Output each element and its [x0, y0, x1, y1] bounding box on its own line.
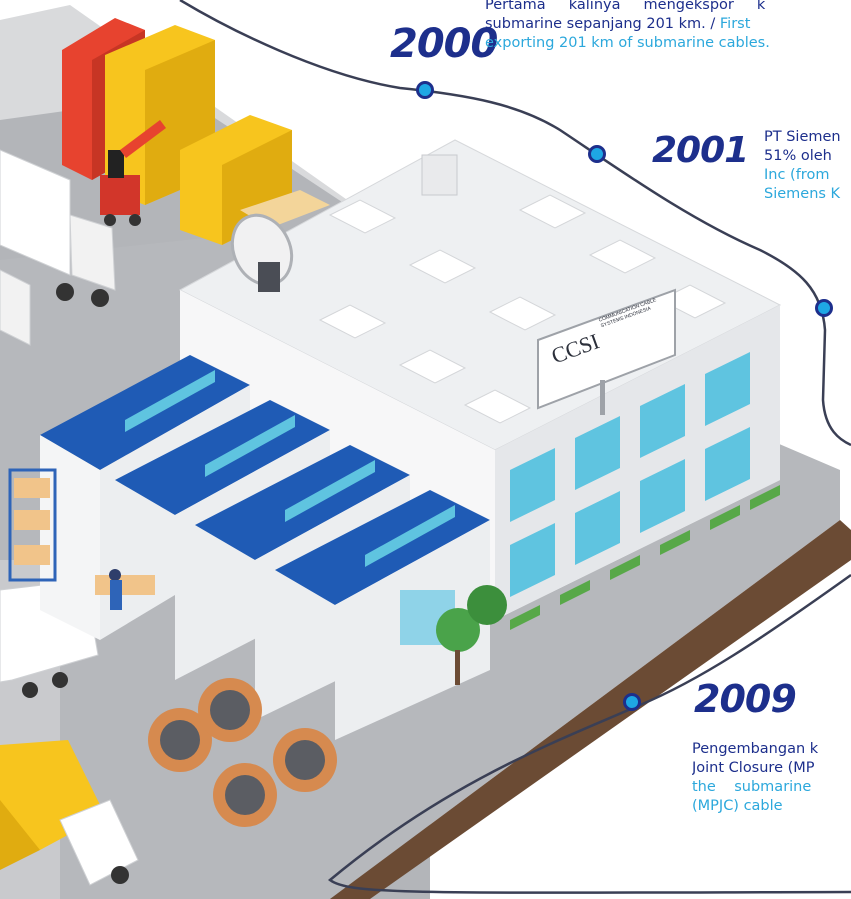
milestone-2001-text: PT Siemen 51% oleh Inc (from Siemens K	[764, 128, 851, 204]
year-2009: 2009	[694, 677, 797, 721]
milestone-2001-line3: Inc (from	[764, 167, 830, 183]
milestone-2001-line2: 51% oleh	[764, 148, 832, 164]
containers	[62, 18, 330, 245]
milestone-2009-line3: the submarine	[692, 779, 812, 795]
cable-drums	[148, 678, 337, 827]
greenery	[436, 485, 780, 685]
timeline-dot-2000	[416, 81, 434, 99]
milestone-2000-text: Pertama kalinya mengekspor k submarine s…	[485, 0, 851, 53]
milestone-2009-text: Pengembangan k Joint Closure (MP the sub…	[692, 740, 851, 816]
year-2001: 2001	[652, 130, 749, 171]
milestone-2009-line4: (MPJC) cable	[692, 798, 783, 814]
year-2000: 2000	[390, 21, 498, 67]
milestone-2000-line2: submarine sepanjang 201 km. / First	[485, 15, 851, 34]
milestone-2000-line2-id: submarine sepanjang 201 km. /	[485, 16, 716, 32]
milestone-2000-line1: Pertama kalinya mengekspor k	[485, 0, 766, 13]
timeline-path-lower	[327, 573, 851, 894]
milestone-2001-line1: PT Siemen	[764, 129, 841, 145]
satellite-dish	[230, 213, 294, 292]
timeline-dot-2009	[623, 693, 641, 711]
milestone-2000-line3: exporting 201 km of submarine cables.	[485, 35, 770, 51]
timeline-dot-mid	[815, 299, 833, 317]
milestone-2000-line2-en: First	[719, 16, 751, 32]
timeline-dot-2001	[588, 145, 606, 163]
loading-area	[8, 468, 155, 610]
milestone-2009-line2: Joint Closure (MP	[692, 760, 815, 776]
forklift	[100, 120, 166, 226]
milestone-2009-line1: Pengembangan k	[692, 741, 819, 757]
milestone-2001-line4: Siemens K	[764, 186, 841, 202]
